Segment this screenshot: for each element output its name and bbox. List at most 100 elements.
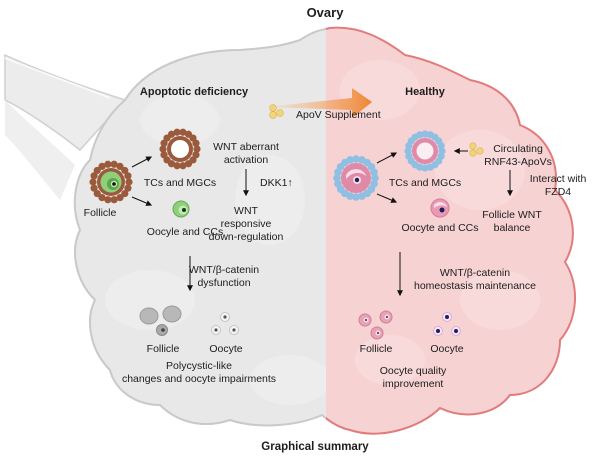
granulosa-cell bbox=[104, 196, 112, 204]
wnt-aberrant-line2: activation bbox=[223, 154, 269, 166]
granulosa-cell bbox=[358, 192, 366, 200]
granulosa-cell bbox=[184, 160, 193, 168]
outcome-follicle-deficient-icon bbox=[139, 305, 182, 336]
interact-line2: FZD4 bbox=[544, 186, 572, 198]
granulosa-cell bbox=[333, 174, 341, 182]
wnt-responsive-line2: responsive bbox=[220, 218, 272, 230]
ovary-healthy-half bbox=[326, 26, 576, 435]
granulosa-cell bbox=[104, 160, 112, 168]
granulosa-cell bbox=[160, 151, 168, 159]
circulating-apov-icon bbox=[469, 142, 484, 157]
outcome-text-left: Polycystic-like changes and oocyte impai… bbox=[122, 360, 276, 386]
outcome-right-line2: improvement bbox=[382, 378, 444, 390]
dysfunction-line1: WNT/β-catenin bbox=[188, 264, 260, 276]
granulosa-cell bbox=[173, 128, 181, 136]
tcs-mgcs-healthy-icon bbox=[404, 130, 446, 172]
outcome-oocyte-label-left: Oocyte bbox=[209, 343, 243, 355]
granulosa-cell bbox=[116, 162, 124, 171]
circulating-line2: RNF43-ApoVs bbox=[484, 156, 552, 168]
flow-arrows bbox=[131, 148, 513, 297]
left-heading: Apoptotic deficiency bbox=[139, 86, 249, 98]
granulosa-cell bbox=[173, 162, 181, 170]
outcome-left-line2: changes and oocyte impairments bbox=[121, 373, 277, 385]
arrow-follicle-to-tcs bbox=[131, 156, 153, 168]
oocyte-healthy-icon bbox=[430, 198, 450, 218]
interact-line1: Interact with bbox=[529, 173, 587, 185]
granulosa-cell bbox=[159, 145, 167, 153]
granulosa-cell bbox=[124, 184, 132, 192]
granulosa-cell bbox=[334, 180, 342, 188]
arrow-follicle-to-oocyte-healthy bbox=[376, 193, 398, 203]
homeostasis-line1: WNT/β-catenin bbox=[439, 267, 511, 279]
granulosa-cell bbox=[125, 178, 133, 186]
interact-label: Interact with FZD4 bbox=[530, 173, 587, 199]
granulosa-cell bbox=[98, 193, 106, 202]
wnt-responsive-label: WNT responsive down-regulation bbox=[209, 205, 284, 244]
ovarian-ligament bbox=[4, 53, 127, 200]
dkk1-label: DKK1↑ bbox=[260, 177, 293, 189]
outcome-oocyte-label-right: Oocyte bbox=[430, 343, 464, 355]
wnt-responsive-line1: WNT bbox=[234, 205, 258, 217]
granulosa-cell bbox=[110, 196, 118, 204]
transition-arrow bbox=[265, 88, 372, 118]
granulosa-cell bbox=[371, 174, 379, 182]
balance-line1: Follicle WNT bbox=[482, 209, 542, 221]
granulosa-cell bbox=[346, 156, 354, 164]
outcome-follicle-label-right: Follicle bbox=[359, 343, 393, 355]
granulosa-cell bbox=[93, 189, 101, 198]
granulosa-cell bbox=[167, 130, 176, 138]
outcome-oocyte-healthy-icon bbox=[433, 312, 461, 336]
balance-label: Follicle WNT balance bbox=[482, 209, 542, 235]
granulosa-cell bbox=[110, 160, 118, 168]
granulosa-cell bbox=[437, 142, 445, 150]
granulosa-cell bbox=[116, 193, 124, 202]
outcome-left-line1: Polycystic-like bbox=[166, 360, 232, 372]
outcome-right-line1: Oocyte quality bbox=[379, 365, 447, 377]
homeostasis-label: WNT/β-catenin homeostasis maintenance bbox=[414, 267, 536, 293]
dysfunction-label: WNT/β-catenin dysfunction bbox=[189, 264, 259, 290]
tcs-label-right: TCs and MGCs bbox=[388, 177, 462, 189]
follicle-deficient-icon bbox=[89, 160, 133, 204]
tcs-label-left: TCs and MGCs bbox=[143, 177, 217, 189]
follicle-label: Follicle bbox=[83, 207, 117, 219]
granulosa-cell bbox=[89, 178, 97, 186]
balance-line2: balance bbox=[493, 222, 531, 234]
outcome-follicle-healthy-icon bbox=[358, 310, 393, 340]
granulosa-cell bbox=[179, 128, 187, 136]
granulosa-cell bbox=[352, 155, 360, 163]
outcome-text-right: Oocyte quality improvement bbox=[380, 365, 447, 391]
wnt-aberrant-line1: WNT aberrant bbox=[213, 141, 279, 153]
diagram-caption: Graphical summary bbox=[261, 441, 369, 453]
granulosa-cell bbox=[90, 184, 98, 192]
ovary-texture bbox=[105, 60, 540, 405]
homeostasis-line2: homeostasis maintenance bbox=[414, 280, 536, 292]
granulosa-cell bbox=[179, 162, 187, 170]
wnt-aberrant-label: WNT aberrant activation bbox=[213, 141, 279, 167]
granulosa-cell bbox=[93, 166, 101, 175]
granulosa-cell bbox=[121, 166, 129, 175]
oocyte-label-right: Oocyte and CCs bbox=[401, 222, 479, 234]
supplement-label: ApoV Supplement bbox=[296, 109, 381, 121]
diagram-title: Ovary bbox=[306, 5, 344, 20]
granulosa-cell bbox=[124, 172, 132, 180]
granulosa-cell bbox=[192, 139, 200, 147]
outcome-oocyte-deficient-icon bbox=[211, 312, 239, 335]
granulosa-cell bbox=[121, 189, 129, 198]
follicle-healthy-icon bbox=[333, 155, 379, 201]
granulosa-cell bbox=[90, 172, 98, 180]
right-heading: Healthy bbox=[405, 86, 445, 98]
circulating-line1: Circulating bbox=[493, 143, 543, 155]
granulosa-cell bbox=[370, 168, 378, 176]
granulosa-cell bbox=[98, 162, 106, 171]
tcs-mgcs-deficient-icon bbox=[159, 128, 201, 170]
wnt-responsive-line3: down-regulation bbox=[208, 231, 284, 243]
circulating-label: Circulating RNF43-ApoVs bbox=[484, 143, 552, 169]
arrow-follicle-to-tcs-healthy bbox=[376, 152, 398, 164]
oocyte-deficient-icon bbox=[172, 200, 190, 218]
granulosa-cell bbox=[352, 193, 360, 201]
arrow-follicle-to-oocyte bbox=[131, 196, 153, 206]
apov-cluster-icon bbox=[269, 104, 284, 119]
dysfunction-line2: dysfunction bbox=[197, 277, 251, 289]
outcome-follicle-label-left: Follicle bbox=[146, 343, 180, 355]
